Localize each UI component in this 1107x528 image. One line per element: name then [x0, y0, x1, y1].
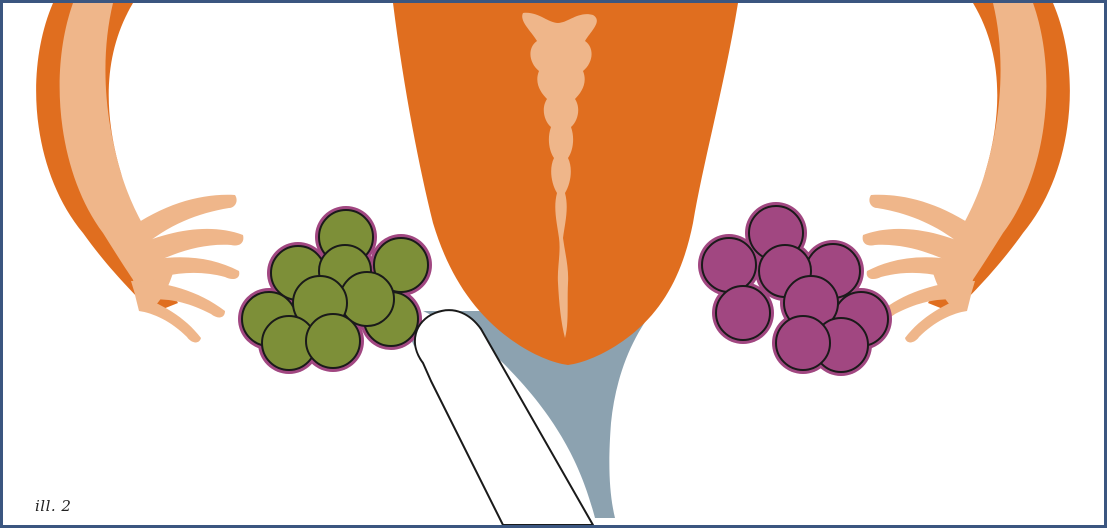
- right-ovary: [698, 202, 892, 376]
- figure-caption: ill. 2: [35, 497, 71, 515]
- left-ovary: [238, 206, 432, 374]
- follicle: [306, 314, 360, 368]
- right-fallopian-tube: [863, 3, 1070, 342]
- anatomy-illustration: [3, 3, 1104, 525]
- follicle: [702, 238, 756, 292]
- follicle: [776, 316, 830, 370]
- follicle: [716, 286, 770, 340]
- left-fimbriae: [123, 195, 243, 343]
- left-fallopian-tube: [36, 3, 243, 342]
